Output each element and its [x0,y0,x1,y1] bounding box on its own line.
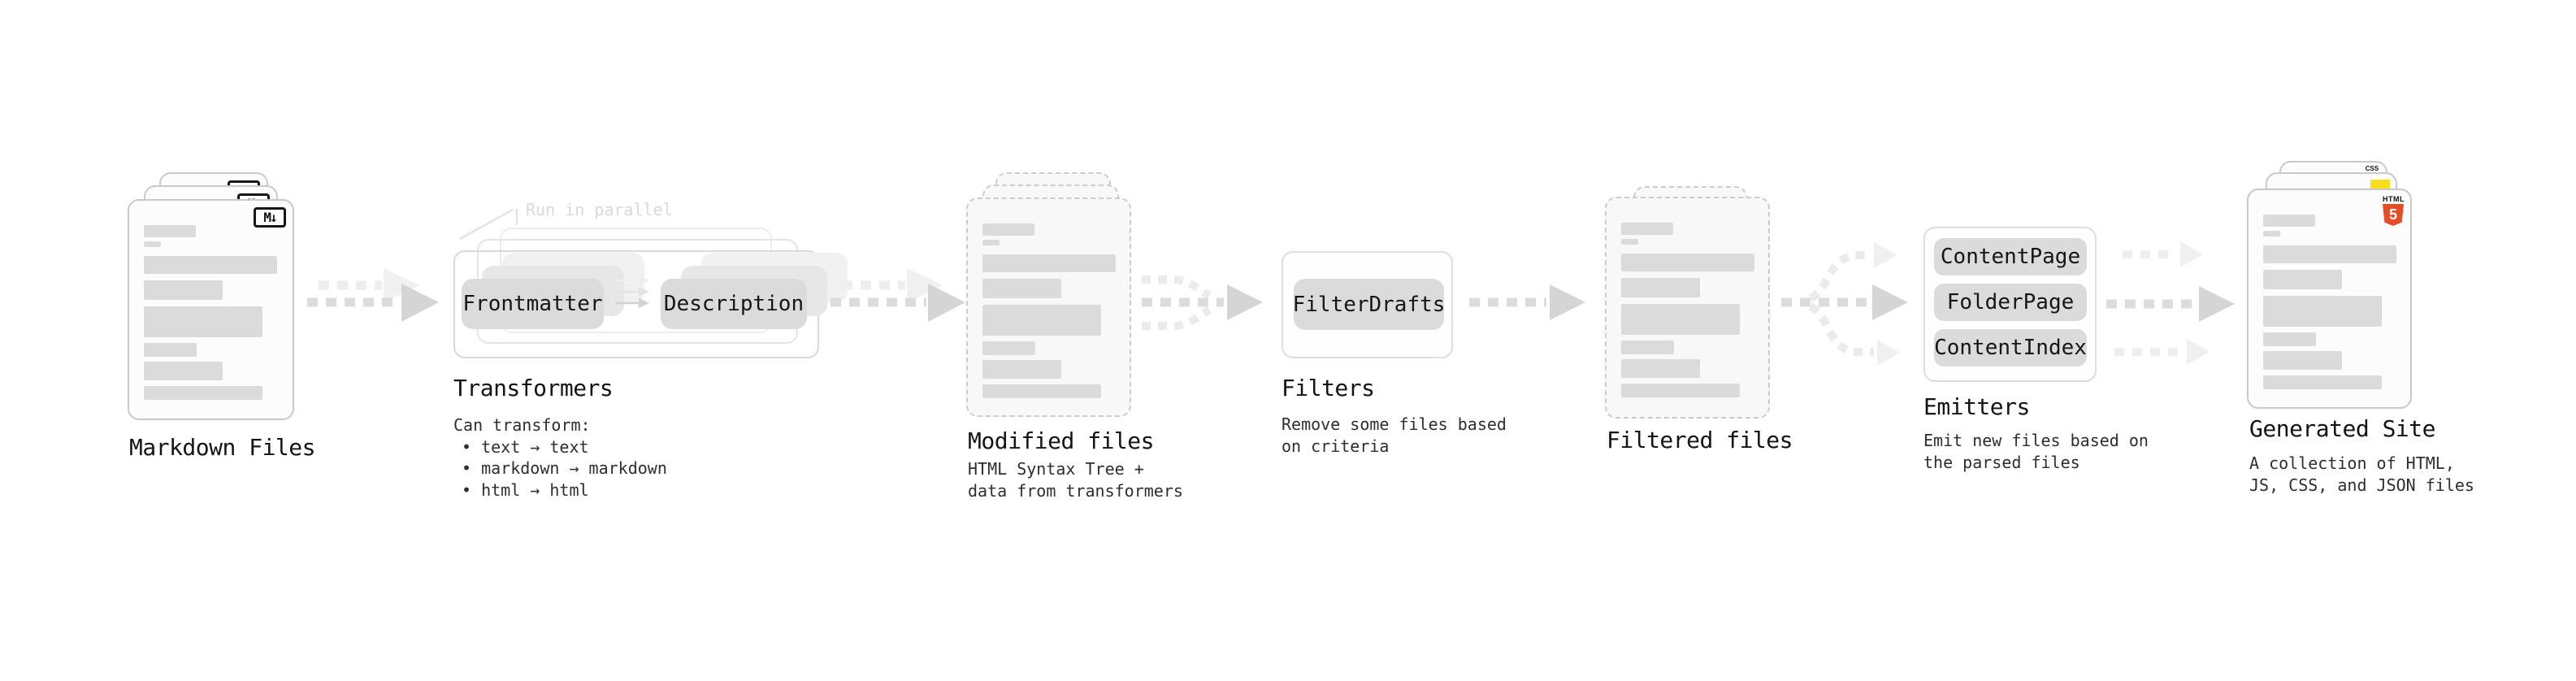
bullet-line: • text → text [462,436,589,457]
site-file-card-html: HTML 5 [2247,189,2412,409]
desc-line: HTML Syntax Tree + [968,459,1144,479]
skeleton-bar [982,341,1035,355]
desc-line: the parsed files [1923,452,2080,472]
generated-site-label: Generated Site [2249,415,2436,442]
skeleton-bar [144,343,197,357]
html5-icon-shield: 5 [2383,204,2404,226]
contentpage-emitter-chip: ContentPage [1934,238,2087,275]
html5-icon: HTML 5 [2383,195,2405,226]
filtered-file-card-front [1605,197,1770,419]
modified-file-card-front [966,197,1131,417]
desc-line: on criteria [1281,436,1390,456]
filterdrafts-chip: FilterDrafts [1293,279,1445,330]
skeleton-bar [144,306,262,337]
skeleton-bar [982,223,1034,236]
skeleton-bar [2263,231,2280,236]
css-icon-text: CSS [2365,165,2379,172]
contentindex-emitter-chip: ContentIndex [1934,329,2087,367]
markdown-files-label: Markdown Files [129,434,316,461]
skeleton-bar [982,240,1000,245]
skeleton-bar [982,305,1101,336]
skeleton-bar [1621,278,1700,297]
transformers-heading: Transformers [453,375,614,401]
markdown-icon: M↓ [254,207,286,228]
skeleton-bar [2263,351,2342,370]
skeleton-bar [1621,340,1674,354]
skeleton-bar [2263,270,2342,289]
skeleton-bar [1621,239,1638,245]
skeleton-bar [144,225,196,237]
filtered-files-label: Filtered files [1607,427,1793,453]
modified-files-label: Modified files [968,427,1155,454]
skeleton-bar [144,241,161,247]
desc-line: A collection of HTML, [2249,453,2455,473]
desc-line: data from transformers [968,480,1183,501]
javascript-icon [2370,180,2390,189]
skeleton-bar [982,254,1116,272]
skeleton-bar [982,384,1101,398]
bullet-line: • html → html [462,479,589,500]
file-content-skeleton [1607,198,1768,417]
skeleton-bar [1621,384,1740,397]
skeleton-bar [982,279,1061,298]
filters-heading: Filters [1281,375,1375,401]
emitters-heading: Emitters [1923,393,2030,420]
file-content-skeleton [129,201,293,419]
skeleton-bar [2263,245,2396,263]
desc-line: Remove some files based [1281,414,1507,434]
skeleton-bar [1621,223,1673,235]
skeleton-bar [982,360,1061,379]
file-content-skeleton [968,199,1130,415]
description-transformer-chip: Description [661,279,807,329]
transformers-description: Can transform: • text → text • markdown … [453,414,667,501]
bullet-line: • markdown → markdown [462,458,667,478]
skeleton-bar [2263,215,2315,227]
skeleton-bar [144,280,223,300]
desc-line: JS, CSS, and JSON files [2249,475,2474,495]
skeleton-bar [2263,375,2382,389]
generated-site-description: A collection of HTML, JS, CSS, and JSON … [2249,453,2474,496]
skeleton-bar [144,362,223,380]
skeleton-bar [2263,296,2382,327]
filters-description: Remove some files based on criteria [1281,414,1507,457]
skeleton-bar [144,386,262,400]
html5-icon-word: HTML [2383,195,2405,203]
modified-files-description: HTML Syntax Tree + data from transformer… [968,458,1183,501]
file-content-skeleton [2249,190,2410,407]
frontmatter-transformer-chip: Frontmatter [462,279,604,329]
desc-line: Emit new files based on [1923,431,2149,450]
skeleton-bar [1621,359,1700,378]
skeleton-bar [1621,304,1740,335]
emitters-description: Emit new files based on the parsed files [1923,430,2149,473]
skeleton-bar [1621,254,1754,271]
can-transform-line: Can transform: [453,415,591,435]
skeleton-bar [2263,332,2316,346]
run-in-parallel-note: Run in parallel [526,200,673,219]
markdown-file-card-front: M↓ [128,199,294,420]
folderpage-emitter-chip: FolderPage [1934,284,2087,321]
skeleton-bar [144,256,277,274]
